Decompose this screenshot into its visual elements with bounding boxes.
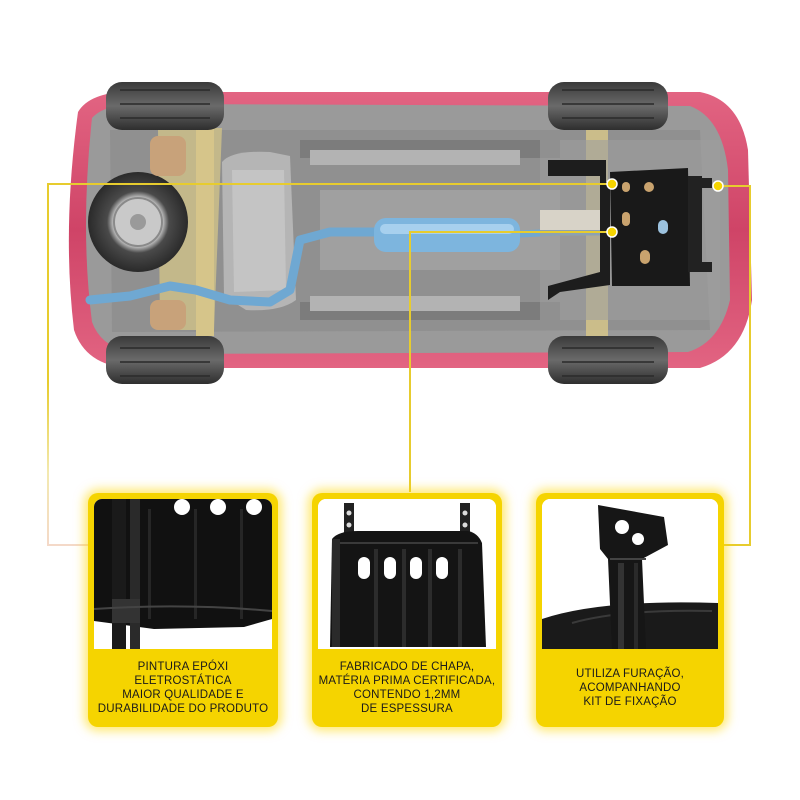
feature-caption-coating: PINTURA EPÓXI ELETROSTÁTICA MAIOR QUALID… [97,661,269,715]
feature-card-mounting: UTILIZA FURAÇÃO, ACOMPANHANDO KIT DE FIX… [536,493,724,727]
callout-dot-material [606,226,618,238]
callout-line-material [409,231,612,492]
callout-line-coating [47,183,612,546]
plate-paint-detail-icon [94,499,272,649]
bracket-holes-detail-icon [542,499,718,649]
skid-plate-photo-icon [318,499,496,649]
feature-card-coating: PINTURA EPÓXI ELETROSTÁTICA MAIOR QUALID… [88,493,278,727]
feature-caption-material: FABRICADO DE CHAPA, MATÉRIA PRIMA CERTIF… [318,661,496,715]
feature-caption-mounting: UTILIZA FURAÇÃO, ACOMPANHANDO KIT DE FIX… [576,668,684,708]
callout-line-mounting [718,185,751,546]
callout-dot-mounting [712,180,724,192]
callout-dot-coating [606,178,618,190]
feature-card-material: FABRICADO DE CHAPA, MATÉRIA PRIMA CERTIF… [312,493,502,727]
